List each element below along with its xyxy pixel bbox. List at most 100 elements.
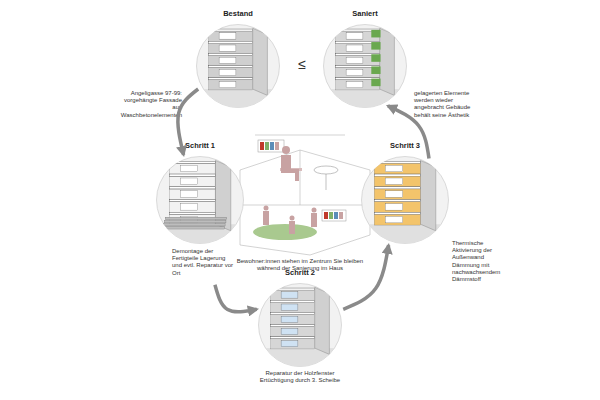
window — [346, 57, 363, 63]
window — [281, 328, 298, 334]
window — [346, 82, 363, 88]
step-node: BestandAngeligasse 97-99: vorgehängte Fa… — [196, 24, 280, 108]
facade-panel — [271, 290, 315, 300]
step-illustration — [361, 156, 449, 244]
ceiling-line — [255, 135, 345, 136]
person-head — [290, 216, 295, 221]
window — [346, 45, 363, 51]
cycle-arrow — [343, 245, 388, 309]
book — [260, 142, 264, 150]
side-wall — [380, 28, 395, 95]
floor-slab — [209, 78, 253, 80]
floor-slab — [209, 29, 253, 31]
facade-panel — [374, 176, 420, 187]
person-head — [312, 208, 317, 213]
facade-panel — [209, 80, 253, 90]
book — [339, 212, 343, 219]
step-description: gelagerten Elemente werden wieder angebr… — [414, 90, 476, 119]
floor-line — [240, 205, 370, 206]
side-wall — [253, 28, 268, 95]
building-illustration — [361, 160, 449, 244]
plant — [371, 30, 380, 38]
step-illustration — [323, 24, 407, 108]
step-illustration — [258, 283, 342, 367]
floor-slab — [169, 174, 215, 176]
standing-person — [311, 213, 317, 227]
book — [275, 142, 279, 150]
floor-slab — [374, 200, 420, 202]
floor-slab — [271, 312, 315, 314]
floor-slab — [209, 66, 253, 68]
floor-slab — [169, 212, 215, 214]
window — [385, 216, 403, 223]
step-description: Thermische Aktivierung der Außenwand Däm… — [452, 240, 512, 283]
room-illustration — [240, 135, 370, 255]
facade-panel — [169, 202, 215, 213]
shelf-box — [322, 210, 346, 221]
facade-panel — [169, 189, 215, 200]
plant — [371, 66, 380, 74]
window — [281, 316, 298, 322]
seated-person — [281, 155, 299, 181]
stored-panel — [163, 226, 225, 229]
window — [180, 204, 198, 211]
step-node: Schritt 1Demontage der Fertigteile Lager… — [156, 156, 244, 244]
floor-slab — [374, 174, 420, 176]
step-node: Schritt 2Reparatur der Holzfenster Ertüc… — [258, 283, 342, 367]
wall-line — [240, 150, 370, 170]
standing-person — [263, 211, 269, 225]
table — [314, 166, 338, 174]
floor-slab — [374, 161, 420, 163]
step-illustration — [196, 24, 280, 108]
step-illustration — [156, 156, 244, 244]
facade-panel — [209, 56, 253, 66]
floor-slab — [209, 41, 253, 43]
step-description: Demontage der Fertigteile Lagerung und e… — [172, 248, 236, 277]
window — [385, 165, 403, 172]
floor-slab — [271, 337, 315, 339]
floor-slab — [271, 288, 315, 290]
book — [329, 212, 333, 219]
facade-panel — [374, 163, 420, 174]
floor-slab — [374, 187, 420, 189]
facade-panel — [169, 163, 215, 174]
window — [346, 69, 363, 75]
residents — [263, 146, 317, 234]
window — [180, 165, 198, 172]
floor-slab — [169, 200, 215, 202]
window — [385, 204, 403, 211]
window — [385, 191, 403, 198]
standing-person — [289, 221, 295, 234]
step-title: Schritt 1 — [136, 141, 264, 150]
facade-panel — [169, 176, 215, 187]
step-node: Schritt 3Thermische Aktivierung der Auße… — [361, 156, 449, 244]
facade-panel — [271, 339, 315, 349]
window — [219, 45, 236, 51]
side-wall — [420, 160, 435, 230]
facade-panel — [209, 31, 253, 41]
step-node: Saniertgelagerten Elemente werden wieder… — [323, 24, 407, 108]
step-title: Schritt 3 — [341, 141, 469, 150]
window — [219, 57, 236, 63]
facade-panel — [209, 68, 253, 78]
wall-line — [300, 150, 301, 205]
facade-panel — [374, 215, 420, 226]
step-description: Reparatur der Holzfenster Ertüchtigung d… — [258, 370, 342, 384]
facade-panel — [209, 43, 253, 53]
plant — [371, 79, 380, 87]
window — [281, 304, 298, 310]
book — [324, 212, 328, 219]
floor-slab — [169, 161, 215, 163]
floor-slab — [271, 325, 315, 327]
book — [270, 142, 274, 150]
shelf — [258, 140, 346, 221]
comparison-symbol: ≤ — [290, 56, 314, 73]
facade-panel — [271, 315, 315, 325]
window — [180, 191, 198, 198]
window — [385, 178, 403, 185]
book — [265, 142, 269, 150]
plant — [371, 54, 380, 62]
side-wall — [315, 287, 330, 354]
building-illustration — [196, 28, 280, 108]
